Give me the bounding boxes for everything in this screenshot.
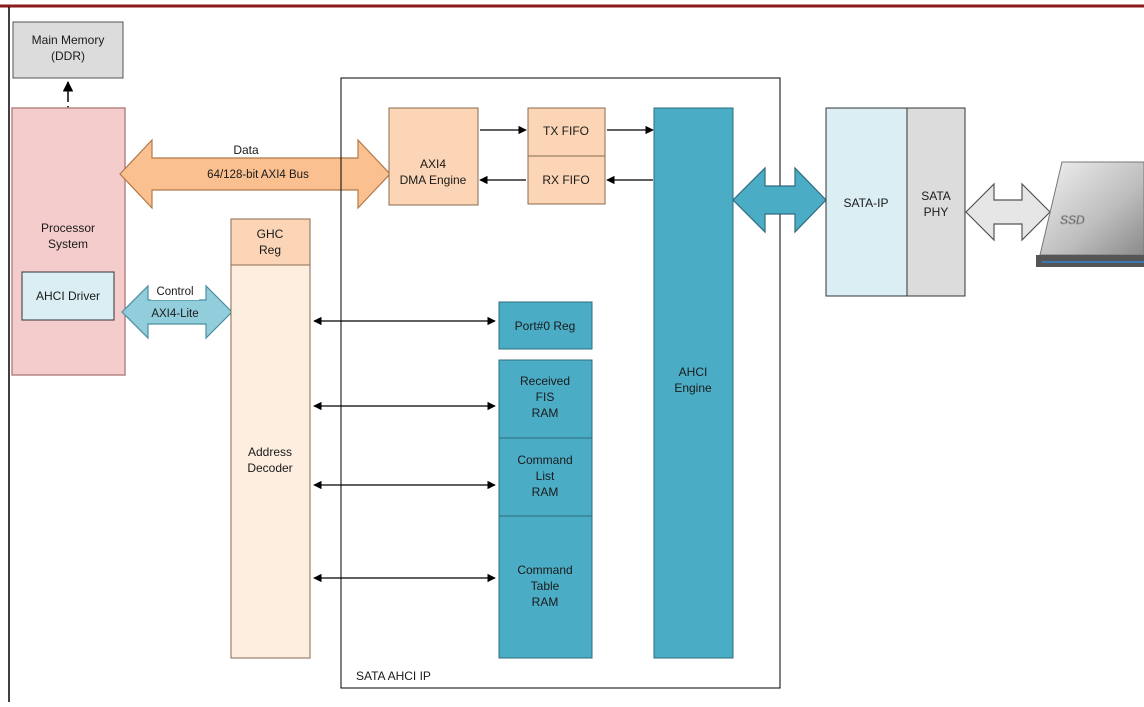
data-bus-label: 64/128-bit AXI4 Bus (207, 169, 309, 181)
ahci-engine-label-line1: AHCI (679, 365, 708, 379)
tx-fifo-label: TX FIFO (543, 124, 589, 138)
main-memory-label-line2: (DDR) (51, 49, 85, 63)
command-list-ram-label-line3: RAM (532, 485, 559, 499)
command-table-ram-label-line2: Table (531, 579, 560, 593)
sata-ip-block (825, 107, 908, 297)
port0-reg-label: Port#0 Reg (515, 319, 576, 333)
processor-system-label-line2: System (48, 237, 88, 251)
sata-ahci-ip-container (340, 77, 781, 689)
received-fis-ram-label-line1: Received (520, 374, 570, 388)
container-label: SATA AHCI IP (356, 669, 431, 683)
ghc-reg-label-line2: Reg (259, 243, 281, 257)
command-list-ram-label-line2: List (536, 469, 555, 483)
ssd-drive-icon: SSD (1036, 161, 1144, 267)
main-memory-label-line1: Main Memory (32, 33, 105, 47)
received-fis-ram-label-line3: RAM (532, 406, 559, 420)
command-table-ram-label-line1: Command (517, 563, 572, 577)
axi4-lite-label: AXI4-Lite (151, 308, 198, 320)
ghc-reg-block (230, 218, 311, 266)
dma-engine-label-line1: AXI4 (420, 157, 446, 171)
command-list-ram-label-line1: Command (517, 453, 572, 467)
ahci-driver-label: AHCI Driver (36, 289, 100, 303)
command-table-ram-label-line3: RAM (532, 595, 559, 609)
port0-reg-block (498, 301, 593, 350)
ahci-engine-block (653, 107, 734, 659)
dma-engine-label-line2: DMA Engine (400, 173, 467, 187)
ahci-engine-label-line2: Engine (674, 381, 712, 395)
main-memory-block (12, 21, 124, 79)
phy-ssd-bus-arrow (965, 182, 1051, 242)
command-table-ram-block (498, 515, 593, 659)
address-decoder-label-line1: Address (248, 445, 292, 459)
rx-fifo-label: RX FIFO (542, 173, 589, 187)
control-label: Control (156, 286, 193, 298)
received-fis-ram-block (498, 359, 593, 439)
sata-ip-label: SATA-IP (844, 196, 889, 210)
control-label-bg (151, 282, 199, 300)
rx-fifo-block (527, 155, 606, 205)
address-decoder-label-line2: Decoder (247, 461, 292, 475)
data-bus-title: Data (233, 143, 259, 157)
sata-phy-block (906, 107, 966, 297)
command-list-ram-block (498, 437, 593, 517)
address-decoder-block (230, 264, 311, 659)
ghc-reg-label-line1: GHC (257, 227, 284, 241)
received-fis-ram-label-line2: FIS (536, 390, 555, 404)
processor-system-block (11, 107, 126, 376)
axi4-dma-engine-block (388, 107, 479, 206)
sata-phy-label-line1: SATA (921, 189, 951, 203)
sata-phy-label-line2: PHY (924, 205, 949, 219)
ssd-label: SSD (1060, 213, 1085, 227)
tx-fifo-block (527, 107, 606, 157)
processor-system-label-line1: Processor (41, 221, 95, 235)
ahci-driver-block (21, 271, 115, 321)
